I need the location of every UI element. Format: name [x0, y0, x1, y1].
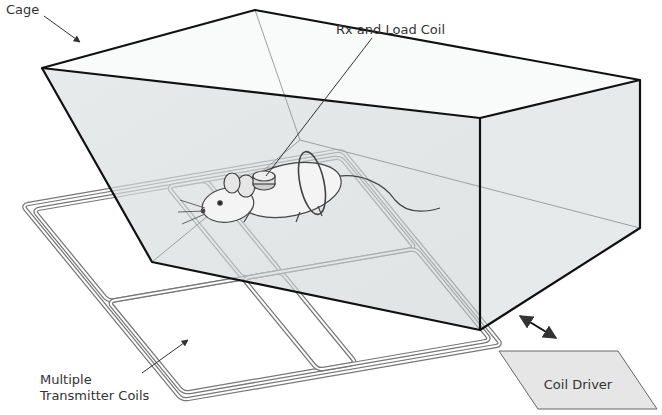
cage — [42, 10, 640, 330]
leader-line — [266, 38, 372, 176]
leader-line — [142, 340, 188, 373]
mouse — [178, 149, 440, 226]
double-arrow — [520, 316, 556, 338]
leader-line — [44, 16, 80, 42]
part-label: Multiple Transmitter Coils — [40, 372, 164, 403]
driver-box: Coil Driver — [498, 350, 658, 410]
part-label: Rx and Load Coil — [336, 22, 445, 38]
node-text: Coil Driver — [518, 377, 638, 392]
part-label: Cage — [6, 2, 39, 18]
